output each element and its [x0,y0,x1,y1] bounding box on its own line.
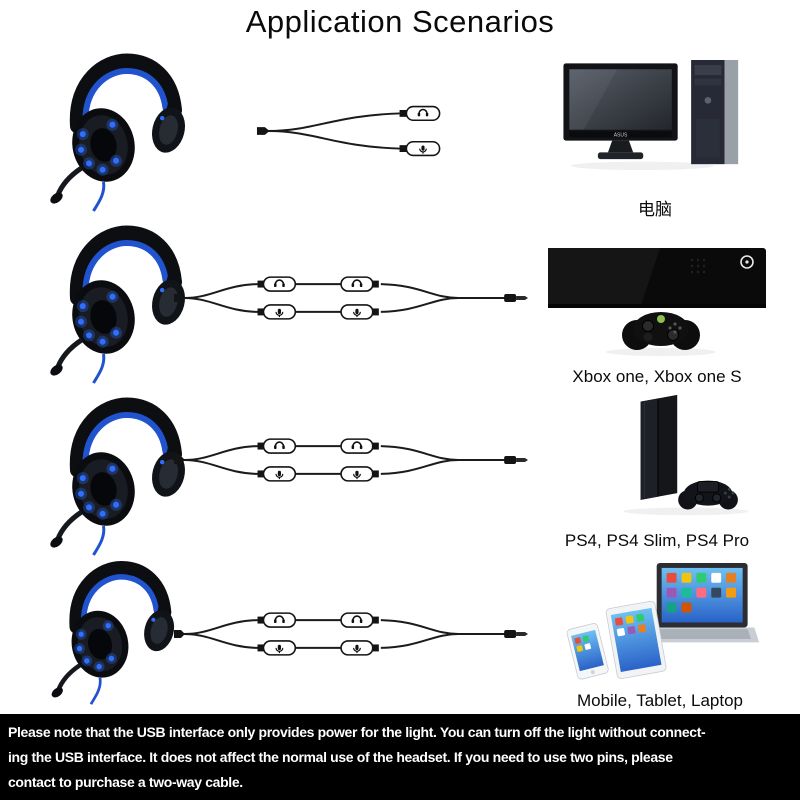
scenario-row-ps4: PS4, PS4 Slim, PS4 Pro [0,392,800,560]
device-desktop: 电脑 [545,60,765,220]
scenario-row-xbox: Xbox one, Xbox one S [0,220,800,392]
device-ps4: PS4, PS4 Slim, PS4 Pro [552,392,762,551]
device-label: Xbox one, Xbox one S [572,367,742,386]
device-mobile-tablet-laptop: Mobile, Tablet, Laptop [540,558,780,711]
gaming-headset-illustration [45,556,185,706]
scenario-row-mobile: Mobile, Tablet, Laptop [0,556,800,714]
splitter-adapter-cable-diagram [172,608,530,660]
footer-note-line: ing the USB interface. It does not affec… [8,749,673,765]
page-title: Application Scenarios [245,4,555,39]
scenario-row-desktop: 电脑 [0,48,800,220]
gaming-headset-illustration [45,48,195,213]
device-xbox: Xbox one, Xbox one S [542,240,772,387]
ps4-console-illustration [552,392,762,522]
desktop-pc-illustration [545,60,765,186]
splitter-cable-diagram [255,100,465,162]
mobile-tablet-laptop-illustration [542,558,778,682]
device-label: 电脑 [638,200,672,219]
footer-note-line: contact to purchase a two-way cable. [8,774,243,790]
device-label: PS4, PS4 Slim, PS4 Pro [564,531,750,550]
xbox-console-illustration [542,240,772,358]
usb-note-footer: Please note that the USB interface only … [0,714,800,800]
splitter-adapter-cable-diagram [172,434,530,486]
footer-note-line: Please note that the USB interface only … [8,724,706,740]
device-label: Mobile, Tablet, Laptop [576,691,744,710]
splitter-adapter-cable-diagram [172,272,530,324]
